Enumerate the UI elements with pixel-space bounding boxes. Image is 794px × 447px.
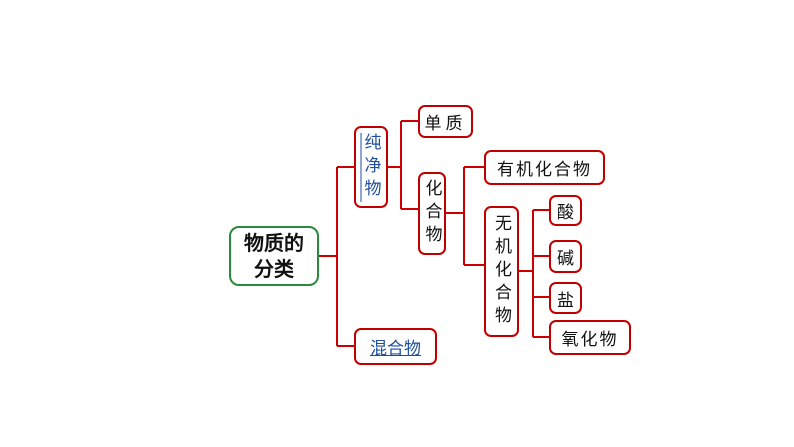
node-pure-substance[interactable]: 纯净物 <box>354 126 388 208</box>
node-acid: 酸 <box>549 195 582 226</box>
connector-inorganic <box>518 209 549 338</box>
node-oxide: 氧化物 <box>549 320 631 355</box>
connector-pure <box>387 120 418 210</box>
node-mixture[interactable]: 混合物 <box>354 328 437 365</box>
node-salt: 盐 <box>549 282 582 314</box>
node-element: 单质 <box>418 105 473 138</box>
node-organic-compound: 有机化合物 <box>484 150 605 185</box>
connector-compound <box>445 166 484 266</box>
root-node: 物质的分类 <box>229 226 319 286</box>
connector-root <box>318 166 354 347</box>
node-inorganic-compound: 无机化合物 <box>484 206 519 337</box>
node-compound: 化合物 <box>418 172 446 255</box>
node-base: 碱 <box>549 240 582 273</box>
